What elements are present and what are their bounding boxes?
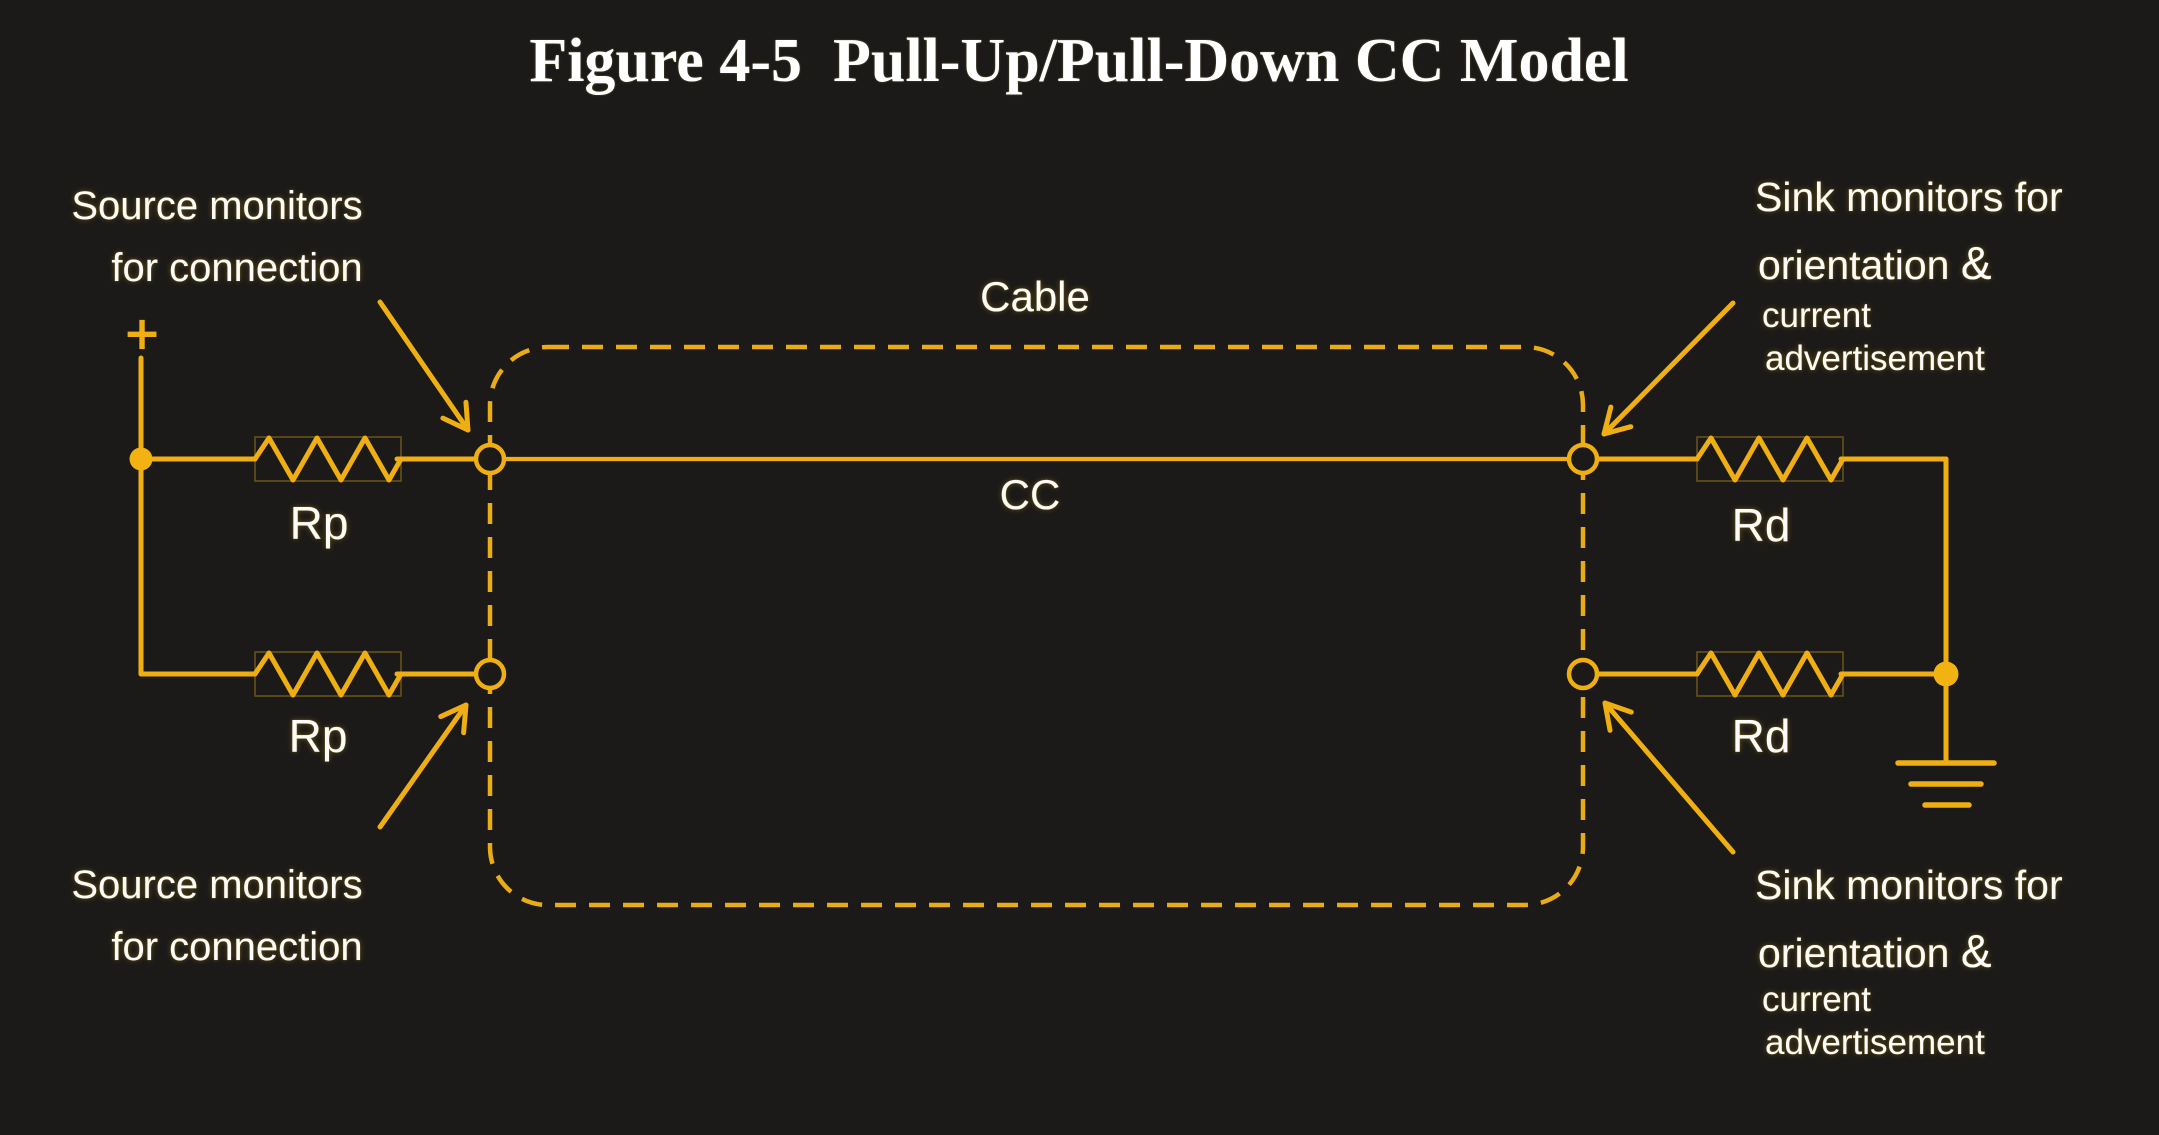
annotation-line: advertisement — [1765, 339, 1985, 378]
rd-bottom-label: Rd — [1731, 710, 1791, 762]
figure-title: Figure 4-5 Pull-Up/Pull-Down CC Model — [529, 27, 1629, 95]
annotation-text: orientation — [1758, 930, 1961, 976]
annotation-line: current — [1762, 296, 1871, 335]
annotation-line: for connection — [111, 925, 363, 969]
resistor-rd-bottom — [1697, 652, 1843, 696]
sink-top-arrow — [1601, 300, 1736, 437]
annotation-text: orientation — [1758, 242, 1961, 288]
annotation-line: current — [1762, 980, 1871, 1019]
sink-bottom-arrow — [1602, 700, 1736, 855]
annotation-line: orientation & — [1758, 924, 1992, 978]
sink-bottom-annotation: Sink monitors for orientation & current … — [1755, 862, 2159, 1072]
source-top-annotation: Source monitors for connection — [35, 175, 399, 305]
source-bottom-annotation: Source monitors for connection — [35, 854, 399, 984]
ampersand-text: & — [1960, 237, 1992, 289]
rp-top-label: Rp — [289, 497, 349, 549]
cable-label: Cable — [980, 273, 1090, 320]
annotation-line: orientation & — [1758, 236, 1992, 290]
sink-top-annotation: Sink monitors for orientation & current … — [1755, 174, 2159, 384]
cable-boundary-box — [487, 344, 1586, 908]
annotation-line: advertisement — [1765, 1023, 1985, 1062]
ampersand-text: & — [1960, 925, 1992, 977]
source-cc-pin-bottom — [473, 657, 507, 691]
cc-label: CC — [999, 471, 1061, 518]
rd-top-label: Rd — [1731, 499, 1791, 551]
rp-bottom-label: Rp — [288, 710, 348, 762]
annotation-line: for connection — [111, 246, 363, 290]
annotation-line: Sink monitors for — [1755, 862, 2063, 908]
source-top-arrow — [377, 299, 471, 433]
annotation-line: Sink monitors for — [1755, 174, 2063, 220]
source-cc-pin-top — [473, 442, 507, 476]
resistor-rp-bottom — [255, 652, 401, 696]
sink-cc-pin-bottom — [1566, 657, 1600, 691]
resistor-rp-top — [255, 437, 401, 481]
ground-icon — [1895, 760, 1997, 808]
plus-terminal-icon: + — [123, 306, 162, 360]
source-junction-dot — [129, 447, 153, 471]
annotation-line: Source monitors — [71, 863, 363, 907]
resistor-rd-top — [1697, 437, 1843, 481]
source-bottom-arrow — [377, 702, 469, 830]
sink-junction-dot — [1933, 661, 1959, 687]
annotation-line: Source monitors — [71, 184, 363, 228]
sink-cc-pin-top — [1566, 442, 1600, 476]
